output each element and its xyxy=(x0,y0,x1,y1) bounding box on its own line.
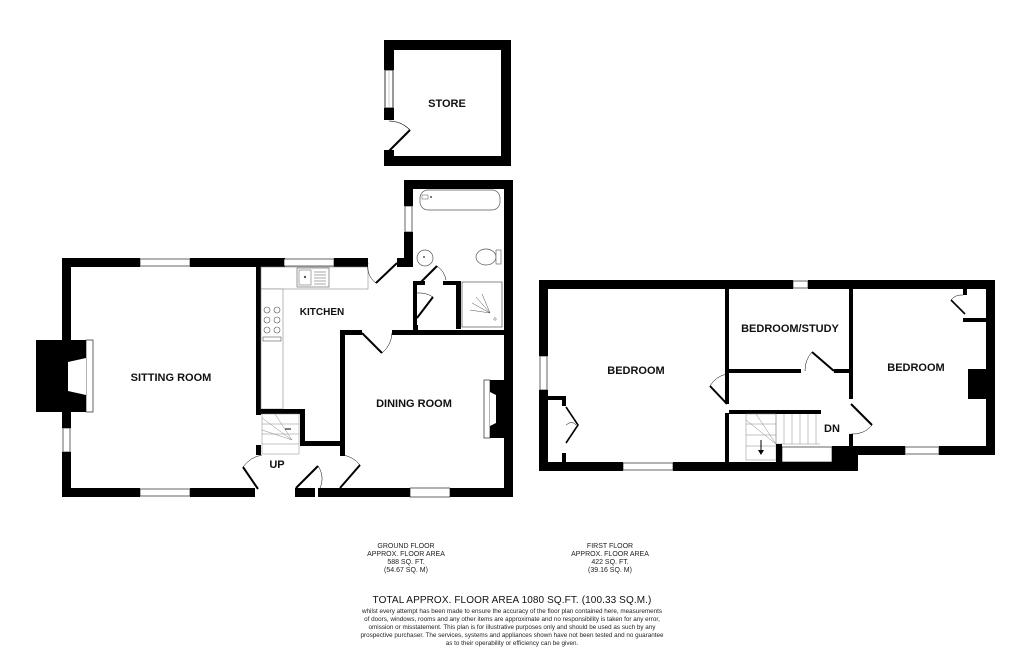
first-floor-plan: DN BEDROOM BEDROOM/STUDY BEDROOM xyxy=(539,280,995,471)
ground-floor-area-caption: GROUND FLOOR APPROX. FLOOR AREA 588 SQ. … xyxy=(346,543,466,575)
room-label-dining-room: DINING ROOM xyxy=(376,398,452,410)
disclaimer-line: prospective purchaser. The services, sys… xyxy=(360,632,664,639)
first-floor-area-caption: FIRST FLOOR APPROX. FLOOR AREA 422 SQ. F… xyxy=(550,543,670,575)
first-floor-subtitle: APPROX. FLOOR AREA xyxy=(571,551,649,558)
ground-floor-subtitle: APPROX. FLOOR AREA xyxy=(367,551,445,558)
disclaimer-line: of doors, windows, rooms and any other i… xyxy=(364,616,660,623)
room-label-bedroom-2: BEDROOM xyxy=(887,362,944,374)
disclaimer-line: as to their operability or efficiency ca… xyxy=(445,640,579,647)
disclaimer-line: omission or misstatement. This plan is f… xyxy=(368,624,656,631)
disclaimer-line: whilst every attempt has been made to en… xyxy=(362,608,662,615)
room-label-store: STORE xyxy=(428,98,466,110)
disclaimer: whilst every attempt has been made to en… xyxy=(318,608,706,648)
first-floor-sqft: 422 SQ. FT. xyxy=(591,559,629,566)
total-floor-area: TOTAL APPROX. FLOOR AREA 1080 SQ.FT. (10… xyxy=(372,595,652,606)
ground-floor-sqm: (54.67 SQ. M) xyxy=(384,567,428,574)
ground-floor-plan: UP DINING ROOM xyxy=(36,180,513,498)
room-label-bedroom-study: BEDROOM/STUDY xyxy=(741,323,839,335)
room-label-sitting-room: SITTING ROOM xyxy=(131,372,212,384)
room-label-bedroom-1: BEDROOM xyxy=(607,365,664,377)
stairs-down-label: DN xyxy=(824,423,840,435)
first-floor-sqm: (39.16 SQ. M) xyxy=(588,567,632,574)
ground-floor-sqft: 588 SQ. FT. xyxy=(387,559,425,566)
ground-floor-title: GROUND FLOOR xyxy=(377,543,435,550)
first-floor-title: FIRST FLOOR xyxy=(586,543,634,550)
stairs-up-label: UP xyxy=(269,459,284,471)
room-label-kitchen: KITCHEN xyxy=(300,307,344,318)
store-outbuilding: STORE xyxy=(384,40,511,166)
